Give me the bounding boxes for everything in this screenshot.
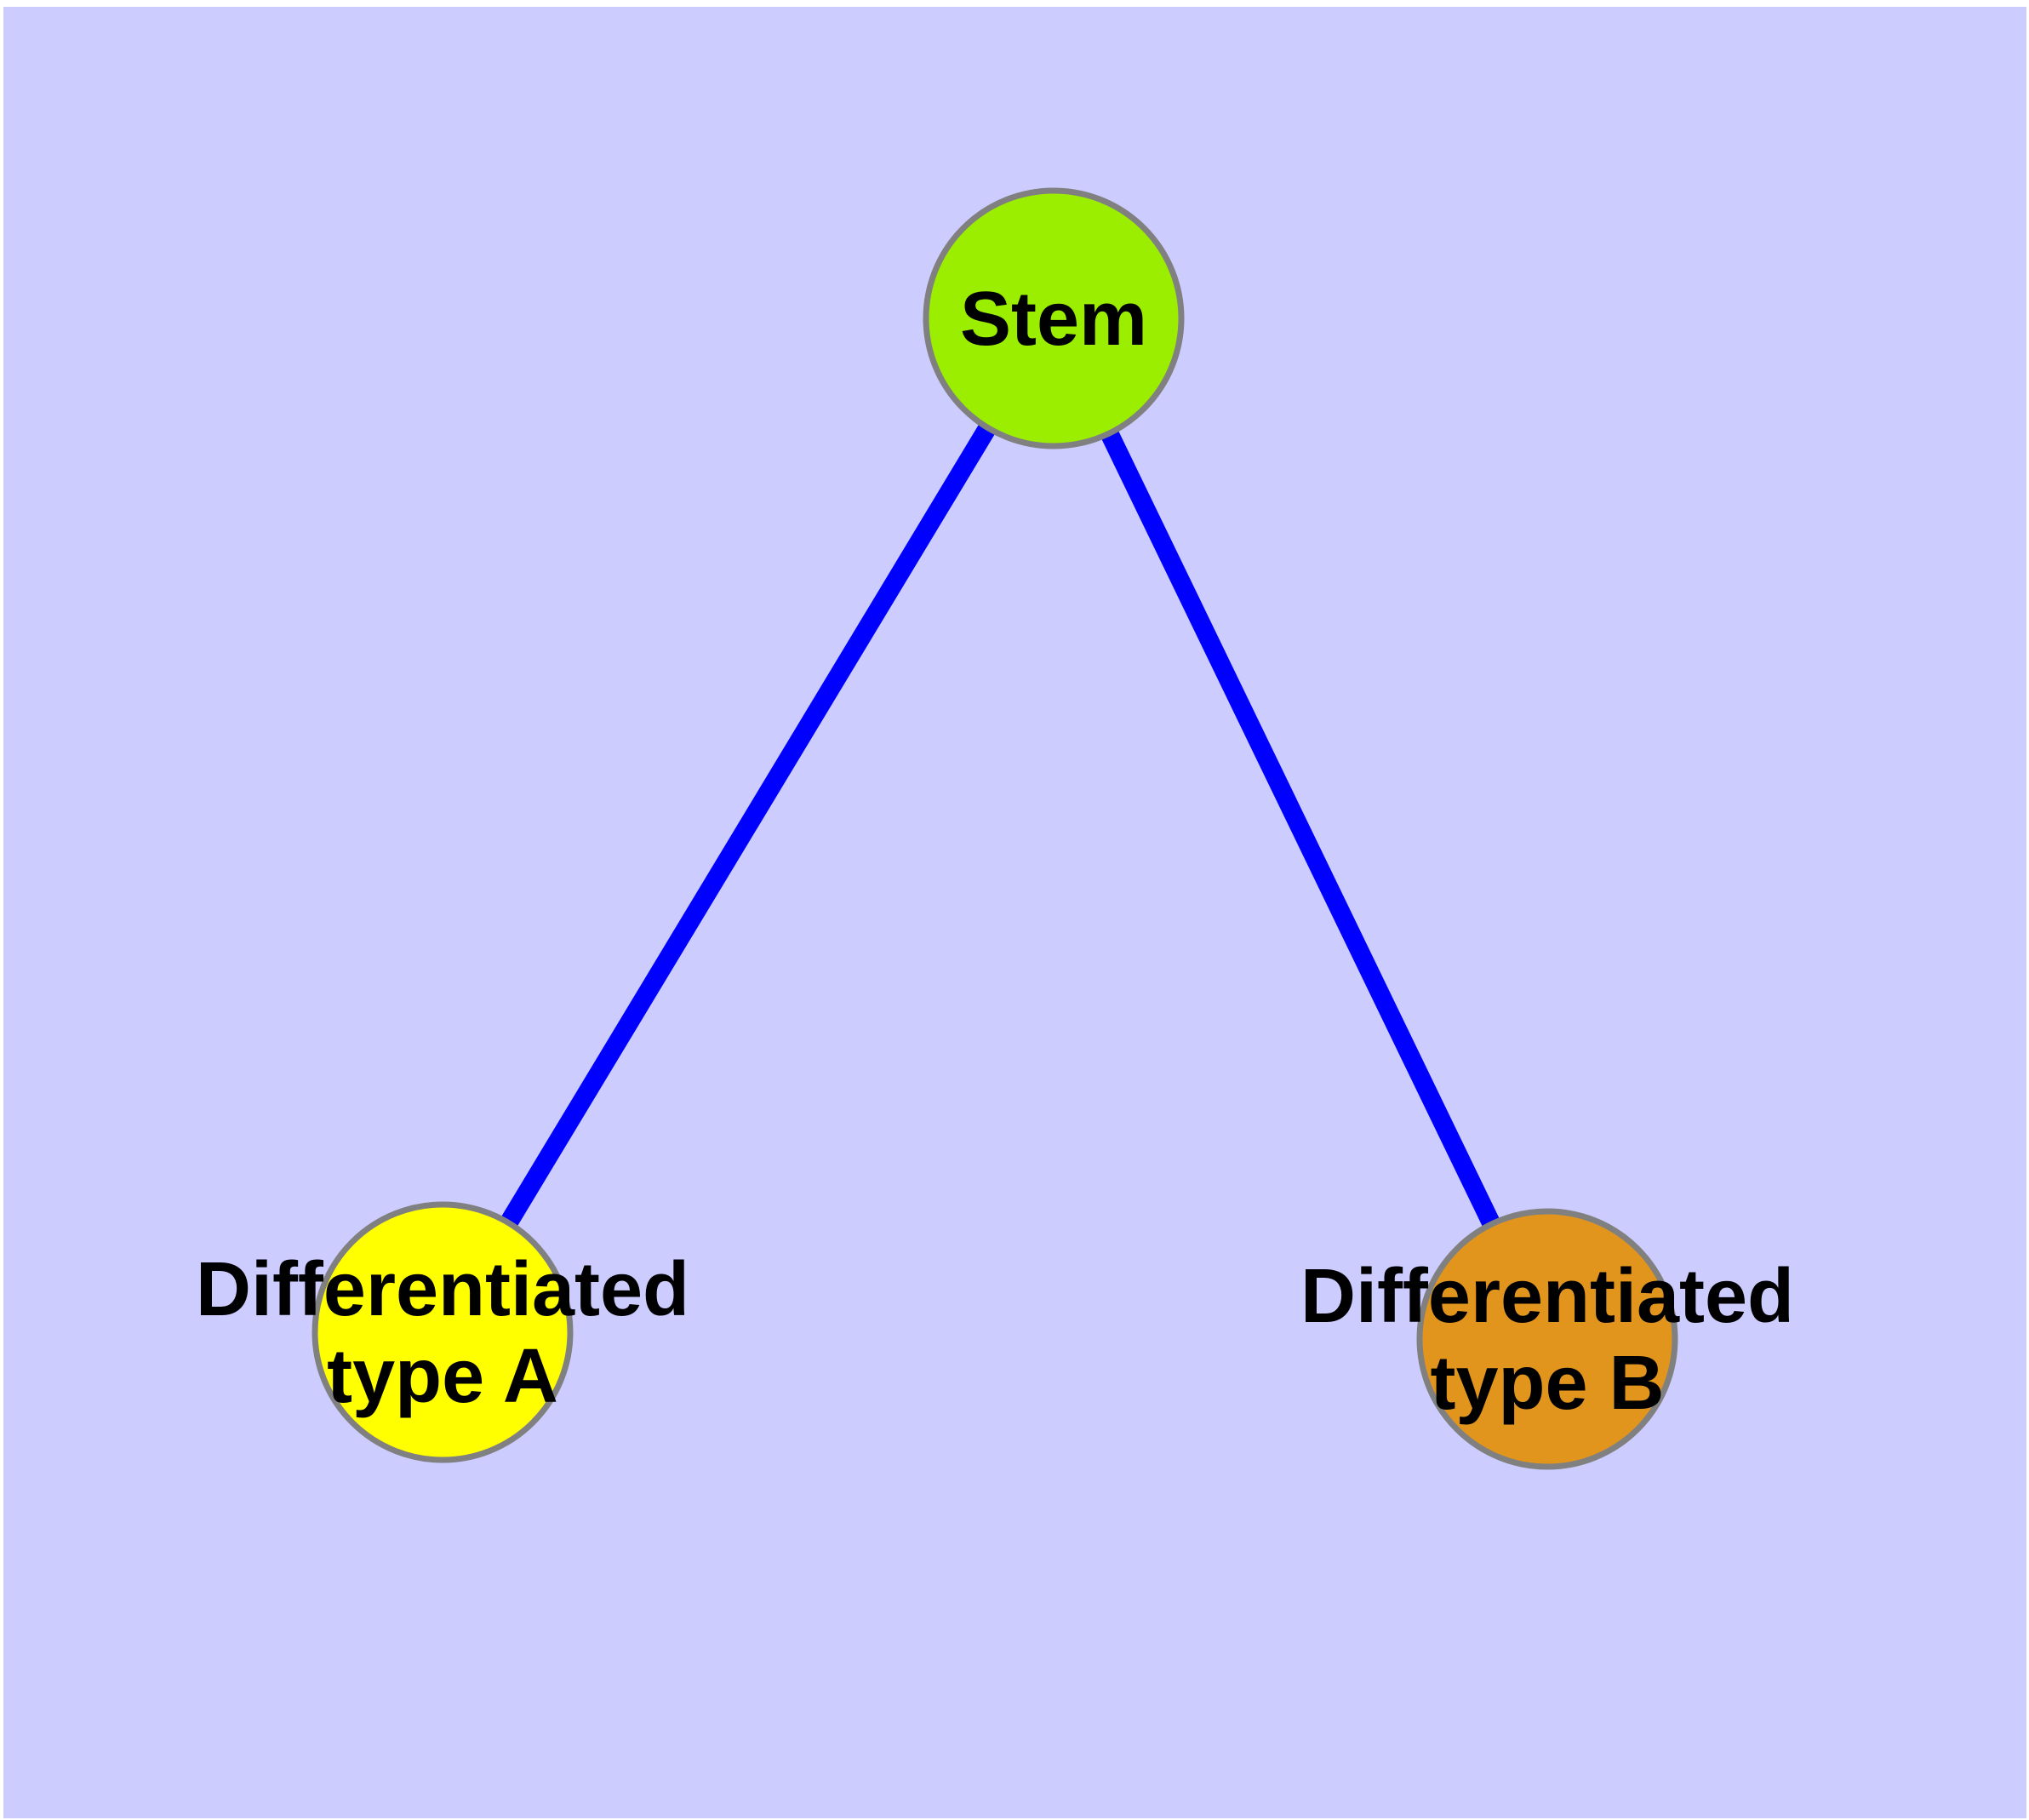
node-stem-label: Stem [960, 277, 1147, 362]
node-type-b-label-line1: Differentiated [1300, 1254, 1794, 1339]
node-differentiated-type-b[interactable] [1416, 1208, 1678, 1470]
node-type-b-label-line2: type B [1430, 1341, 1664, 1426]
edge-layer [434, 313, 1556, 1343]
edge-stem-to-type-a[interactable] [434, 313, 1062, 1337]
node-differentiated-type-a[interactable] [311, 1201, 574, 1463]
node-stem[interactable] [923, 187, 1185, 449]
node-layer [311, 187, 1678, 1470]
node-type-a-label-line1: Differentiated [196, 1247, 689, 1332]
node-type-a-label-line2: type A [327, 1334, 558, 1419]
label-layer: Stem Differentiated type A Differentiate… [196, 277, 1794, 1426]
edge-stem-to-type-b[interactable] [1045, 314, 1556, 1343]
